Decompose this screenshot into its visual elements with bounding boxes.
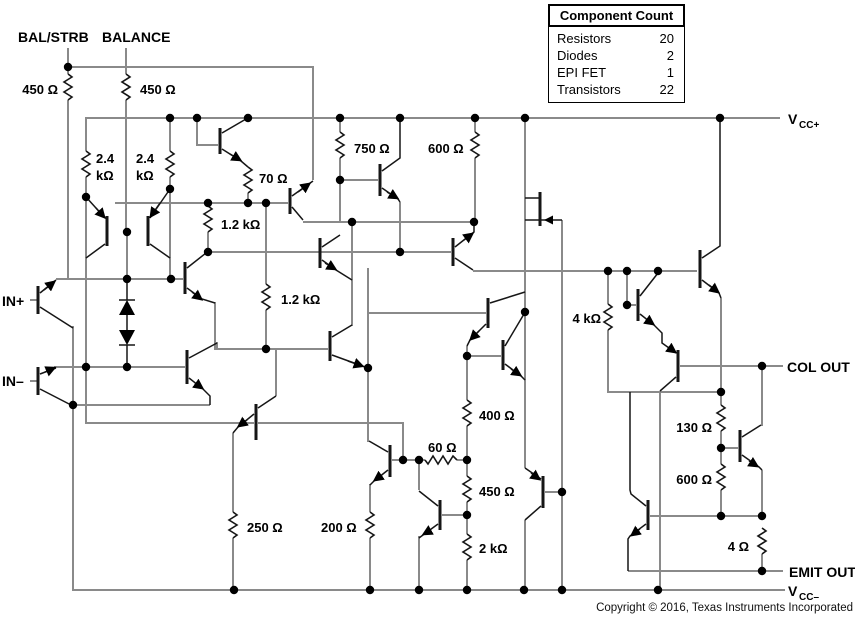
label-70: 70 Ω [259,171,288,186]
table-row: EPI FET 1 [549,64,684,81]
label-750: 750 Ω [354,141,390,156]
label-2k: 2 kΩ [479,541,508,556]
resistor-400 [461,399,473,427]
resistor-750 [334,131,346,159]
resistor-1k2-b [260,283,272,311]
row-count: 2 [666,48,674,63]
resistor-4k [602,303,614,331]
label-2k4-b1: 2.4 [136,151,155,166]
pin-in-plus: IN+ [2,293,24,309]
label-4k: 4 kΩ [573,311,602,326]
label-600-top: 600 Ω [428,141,464,156]
row-count: 22 [659,82,674,97]
resistor-130 [715,404,727,432]
table-row: Transistors 22 [549,81,684,98]
pin-vcc-plus: V [788,111,798,127]
resistor-2k [461,533,473,561]
table-row: Resistors 20 [549,30,684,47]
pin-balance: BALANCE [102,29,170,45]
resistor-600-top [469,131,481,159]
pin-vcc-minus-sub: CC– [799,592,819,603]
resistor-200 [364,511,376,539]
label-250: 250 Ω [247,520,283,535]
resistor-labels: 450 Ω 450 Ω 2.4 kΩ 2.4 kΩ 70 Ω 750 Ω 600… [22,82,749,556]
row-name: Transistors [557,82,621,97]
resistor-60 [424,454,458,466]
row-name: EPI FET [557,65,607,80]
diode-up [119,300,135,315]
resistor-450-balance [120,73,132,101]
label-200: 200 Ω [321,520,357,535]
row-count: 1 [666,65,674,80]
transistor-leads [39,118,763,571]
label-130: 130 Ω [676,420,712,435]
label-1k2-a: 1.2 kΩ [221,217,260,232]
diode-down [119,330,135,345]
pin-vcc-minus: V [788,583,798,599]
resistor-450-mid [461,475,473,503]
label-60: 60 Ω [428,440,457,455]
pin-vcc-plus-sub: CC+ [799,120,819,131]
resistor-600-out [715,463,727,491]
label-1k2-b: 1.2 kΩ [281,292,320,307]
label-450-strb: 450 Ω [22,82,58,97]
junction-dots [63,62,767,595]
resistor-2k4-a [80,150,92,178]
copyright-text: Copyright © 2016, Texas Instruments Inco… [596,602,853,614]
label-600-out: 600 Ω [676,472,712,487]
pin-col-out: COL OUT [787,359,850,375]
resistor-2k4-b [164,150,176,178]
row-count: 20 [659,31,674,46]
epi-fet-gate-arrow [544,215,553,225]
transistor-bars [36,128,742,530]
pin-labels: BAL/STRB BALANCE IN+ IN– V CC+ COL OUT E… [2,29,855,603]
label-4: 4 Ω [728,539,749,554]
pin-emit-out: EMIT OUT [789,564,855,580]
wires [30,48,785,591]
label-450-balance: 450 Ω [140,82,176,97]
resistor-1k2-a [202,205,214,233]
label-2k4-a2: kΩ [96,168,114,183]
table-row: Diodes 2 [549,47,684,64]
pin-in-minus: IN– [2,373,24,389]
row-name: Resistors [557,31,612,46]
label-2k4-a1: 2.4 [96,151,115,166]
resistor-450-strb [62,73,74,101]
row-name: Diodes [557,48,598,63]
resistors [62,73,768,561]
pin-bal-strb: BAL/STRB [18,29,89,45]
emitter-arrows [43,151,760,537]
resistor-250 [227,511,239,539]
label-2k4-b2: kΩ [136,168,154,183]
component-count-table: Component Count Resistors 20 Diodes 2 EP… [548,4,685,103]
resistor-4 [756,527,768,555]
label-450-mid: 450 Ω [479,484,515,499]
label-400: 400 Ω [479,408,515,423]
resistor-70 [242,166,254,194]
clamp-diodes [119,279,135,367]
component-count-body: Resistors 20 Diodes 2 EPI FET 1 Transist… [548,27,685,103]
component-count-title: Component Count [548,4,685,27]
